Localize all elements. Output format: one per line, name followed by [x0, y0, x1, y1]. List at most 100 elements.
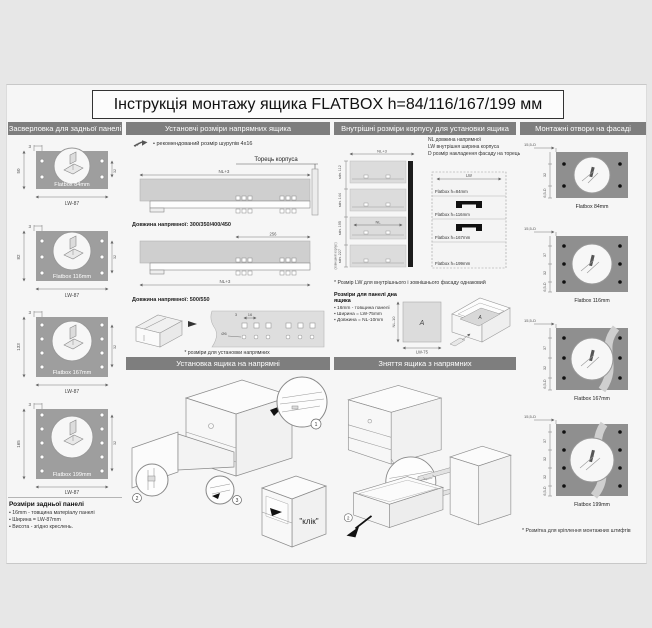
dim-label: 32: [113, 255, 117, 259]
header-install: Установка ящика на напрямні: [126, 357, 330, 370]
dim-label: NL-10: [391, 316, 396, 328]
page-title: Інструкція монтажу ящика FLATBOX h=84/11…: [92, 90, 564, 119]
rail-drawing-short: Торець корпуса NL+3: [139, 157, 319, 216]
rail-length-caption-short: Довжина напрямної: 300/350/400/450: [132, 222, 231, 228]
body-3d-drawing: A: [449, 297, 511, 347]
bottom-panel-sizes-block: Розміри для панелі дна ящика 16mm - товщ…: [334, 292, 412, 324]
facade-label: Flatbox 199mm: [574, 502, 610, 508]
facade-holes-199-diagram: 15,5-D 37 32 32 6,5-D Flatbox 199mm: [524, 414, 628, 508]
header-rail-sizes: Установчі розміри напрямних ящика: [126, 122, 330, 135]
dim-label: мін. 144: [338, 193, 342, 207]
rail-setup-note: * розміри для установки напрямних: [184, 350, 270, 356]
step-number: 2: [347, 515, 350, 520]
dim-label: LW: [466, 173, 472, 178]
dim-label: NL+3: [377, 149, 387, 154]
dim-label: 3: [28, 310, 31, 315]
dim-label: 133: [16, 343, 21, 351]
header-facade-holes: Монтажні отвори на фасаді: [520, 122, 646, 135]
dim-label: 15,5-D: [524, 226, 536, 231]
dim-label: LW-87: [65, 293, 79, 299]
step-number: 1: [315, 422, 318, 428]
dim-label: 3: [235, 312, 238, 317]
back-panel-drilling-167-diagram: 133 3 Flatbox 167mm 32 LW-87: [16, 310, 117, 395]
removal-drawing: 1 2: [343, 385, 512, 538]
legend-line: D розмір накладення фасаду на торець: [428, 151, 521, 157]
back-panel-drilling-84-diagram: 50 3 Flatbox 84mm 32 LW-87: [16, 144, 117, 207]
dim-label: 32: [113, 169, 117, 173]
panel-label: Flatbox 116mm: [53, 274, 91, 280]
dim-label: 37: [543, 346, 547, 350]
dim-label: 6,5-D: [543, 379, 547, 389]
dim-label: мін. 112: [338, 165, 342, 179]
panel-label: Flatbox 84mm: [54, 182, 90, 188]
screw-icon: [133, 140, 148, 148]
list-item: Висота - згідно креслень.: [9, 524, 121, 530]
dim-label: 50: [16, 168, 21, 174]
header-body-sizes: Внутрішні розміри корпусу для установки …: [334, 122, 516, 135]
dimension-legend: NL довжина напрямної LW внутрішня ширина…: [428, 137, 520, 158]
dim-label: 6,5-D: [543, 282, 547, 292]
dim-label: 15,5-D: [524, 414, 536, 419]
bottom-panel-drawing: NL-10 LW-75 A: [391, 301, 442, 355]
facade-holes-84-diagram: 15,5-D 32 6,5-D Flatbox 84mm: [524, 142, 628, 210]
back-panel-sizes-list: 16mm - товщина матеріалу панелі Ширина =…: [9, 510, 121, 530]
facade-rows-drawing: LW Flatbox h=84mm Flatbox h=116mm Flatbo…: [431, 171, 507, 269]
bottom-panel-title: Розміри для панелі дна ящика: [334, 292, 397, 304]
back-panel-drilling-199-diagram: 165 3 Flatbox 199mm 32 LW-87: [16, 402, 117, 495]
facade-row-label: Flatbox h=199mm: [435, 261, 471, 266]
rail-drawing-long: 256 NL+3: [139, 232, 311, 287]
facade-row-label: Flatbox h=116mm: [435, 212, 470, 217]
dim-label: LW-87: [65, 389, 79, 395]
list-item: Ширина = LW-87mm: [9, 517, 121, 523]
dim-label: 6,5-D: [543, 486, 547, 496]
list-item: Ширина = LW-75mm: [334, 312, 412, 317]
dim-label: 256: [270, 232, 278, 237]
panel-letter: A: [477, 315, 482, 321]
back-panel-sizes-block: Розміри задньої панелі 16mm - товщина ма…: [8, 497, 122, 531]
list-item: 16mm - товщина панелі: [334, 306, 412, 311]
back-panel-sizes-title: Розміри задньої панелі: [9, 501, 84, 508]
dim-label: 6,5-D: [543, 188, 547, 198]
header-back-panel: Засверловка для задньої панелі: [8, 122, 122, 135]
facade-holes-167-diagram: 15,5-D 37 32 6,5-D Flatbox 167mm: [524, 318, 628, 402]
facade-pins-note: * Розмітка для кріплення монтажних штифт…: [522, 528, 631, 534]
facade-row-label: Flatbox h=167mm: [435, 235, 471, 240]
dim-label: 32: [543, 173, 547, 177]
panel-label: Flatbox 167mm: [53, 370, 92, 376]
step-number: 3: [236, 498, 239, 504]
dim-label: LW-87: [65, 490, 79, 495]
list-item: Довжина = NL-10mm: [334, 318, 412, 323]
dim-label: 15,5-D: [524, 318, 536, 323]
panel-label: Flatbox 199mm: [53, 472, 92, 478]
facade-holes-116-diagram: 15,5-D 37 32 6,5-D Flatbox 116mm: [524, 226, 628, 304]
facade-label: Flatbox 167mm: [574, 396, 610, 402]
screw-note: рекомендований розмір шурупів 4x16: [153, 141, 252, 147]
dim-label: 82: [16, 254, 21, 260]
dim-label: 15,5-D: [524, 142, 536, 147]
facade-row-label: Flatbox h=84mm: [435, 189, 468, 194]
dim-label: Ø6: [221, 331, 227, 336]
dim-label: LW-75: [416, 350, 429, 355]
step-number: 2: [136, 496, 139, 502]
click-label: "клік": [299, 517, 318, 526]
legend-line: NL довжина напрямної: [428, 137, 482, 143]
dim-label: 3: [28, 144, 31, 149]
dim-label: 32: [113, 441, 117, 445]
header-removal: Зняття ящика з напрямних: [334, 357, 516, 370]
rail-length-caption-long: Довжина напрямної: 500/550: [132, 297, 210, 303]
back-panel-drilling-116-diagram: 82 3 Flatbox 116mm 32 LW-87: [16, 224, 117, 299]
dim-label: NL+3: [219, 169, 230, 174]
legend-line: LW внутрішня ширина корпуса: [428, 144, 500, 150]
dim-label: 3: [28, 402, 31, 407]
dim-label: 37: [543, 439, 547, 443]
dim-label: (зовнішній корпус): [334, 242, 338, 269]
dim-label: мін. 195: [338, 221, 342, 235]
screw-note-row: рекомендований розмір шурупів 4x16: [132, 139, 252, 148]
dim-label: 32: [543, 475, 547, 479]
dim-label: 32: [543, 366, 547, 370]
panel-letter: A: [419, 320, 425, 327]
dim-label: NL: [375, 220, 381, 225]
rail-hole-pattern-drawing: 16 3 Ø6: [135, 310, 325, 348]
dim-label: 3: [28, 224, 31, 229]
